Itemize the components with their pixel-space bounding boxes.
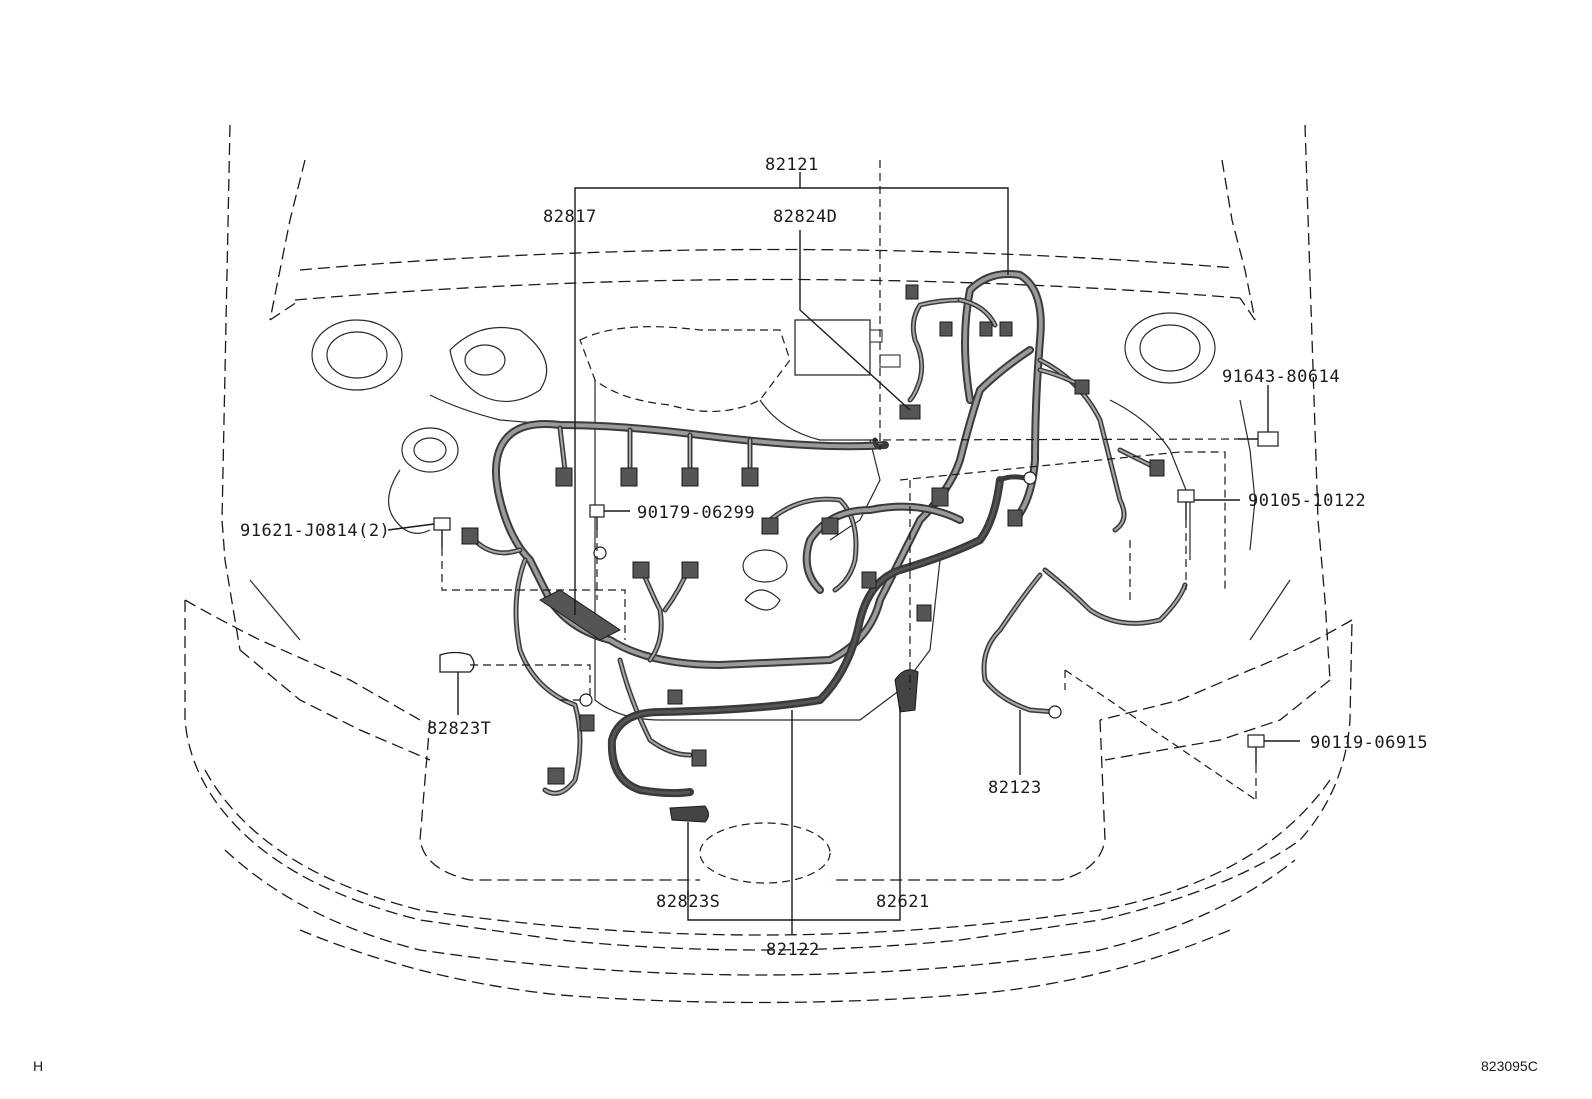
vehicle-body-outline <box>184 124 1353 1004</box>
corner-label-left: H <box>33 1058 43 1074</box>
part-labels: 82121 82817 82824D 91643-80614 90105-101… <box>240 155 1428 960</box>
label-82823s: 82823S <box>656 892 720 912</box>
label-82121: 82121 <box>765 155 819 175</box>
label-91643-80614: 91643-80614 <box>1222 367 1340 387</box>
label-90105-10122: 90105-10122 <box>1248 491 1366 511</box>
engine-harness-82122[interactable] <box>607 474 1028 798</box>
label-82122: 82122 <box>766 940 820 960</box>
bolts <box>433 431 1279 765</box>
label-82621: 82621 <box>876 892 930 912</box>
label-82817: 82817 <box>543 207 597 227</box>
leader-lines <box>387 172 1300 935</box>
label-90179-06299: 90179-06299 <box>637 503 755 523</box>
reference-lines <box>441 160 1257 801</box>
label-82123: 82123 <box>988 778 1042 798</box>
diagram-code: 823095C <box>1481 1058 1538 1074</box>
engine-harness-82123[interactable] <box>981 567 1188 715</box>
engine-harness-main[interactable] <box>467 270 1153 796</box>
connectors <box>439 284 1165 823</box>
label-82823t: 82823T <box>427 719 491 739</box>
label-82824d: 82824D <box>773 207 837 227</box>
label-90119-06915: 90119-06915 <box>1310 733 1428 753</box>
label-91621-j0814: 91621-J0814(2) <box>240 521 390 541</box>
